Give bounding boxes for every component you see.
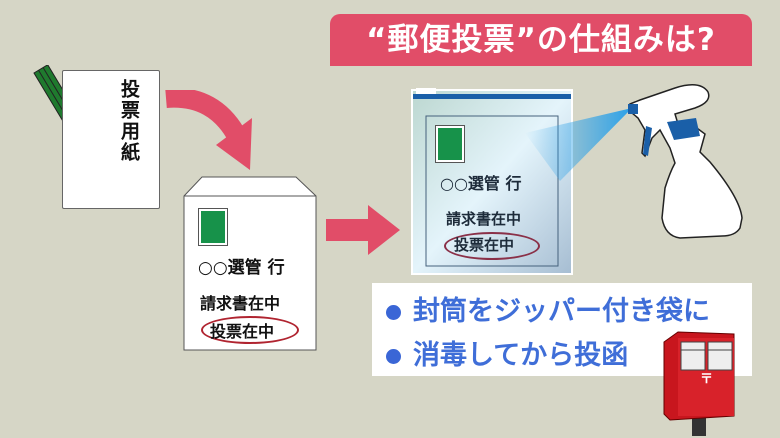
bullet-dot-icon — [386, 305, 401, 320]
curved-arrow-icon — [165, 90, 252, 170]
postal-mark: 〒 — [700, 372, 714, 387]
stamp — [198, 208, 228, 246]
spray-bottle-icon — [525, 84, 743, 239]
title-banner: “郵便投票”の仕組みは? — [330, 14, 752, 66]
title-text: “郵便投票”の仕組みは? — [366, 22, 716, 58]
bag-oval — [444, 232, 540, 260]
bullet-text: 封筒をジッパー付き袋に — [413, 296, 710, 327]
ballot-paper: 投票用紙 — [62, 70, 160, 209]
bullet-text: 消毒してから投函 — [413, 340, 629, 371]
envelope-oval — [201, 316, 299, 344]
right-arrow-icon — [326, 205, 400, 255]
bag-line2: 投票在中 — [454, 236, 515, 254]
info-box: 封筒をジッパー付き袋に 消毒してから投函 — [372, 283, 752, 376]
ballot-label: 投票用紙 — [118, 79, 140, 163]
bullet-item: 消毒してから投函 — [386, 333, 628, 372]
bag-addressee: ○○選管 行 — [440, 174, 522, 193]
stamp — [435, 125, 465, 163]
bullet-item: 封筒をジッパー付き袋に — [386, 289, 710, 328]
bullet-dot-icon — [386, 349, 401, 364]
envelope-line2: 投票在中 — [210, 322, 275, 341]
envelope-line1: 請求書在中 — [200, 294, 281, 313]
bag-line1: 請求書在中 — [446, 210, 522, 228]
postbox-icon — [663, 331, 735, 436]
envelope-addressee: ○○選管 行 — [198, 258, 285, 278]
